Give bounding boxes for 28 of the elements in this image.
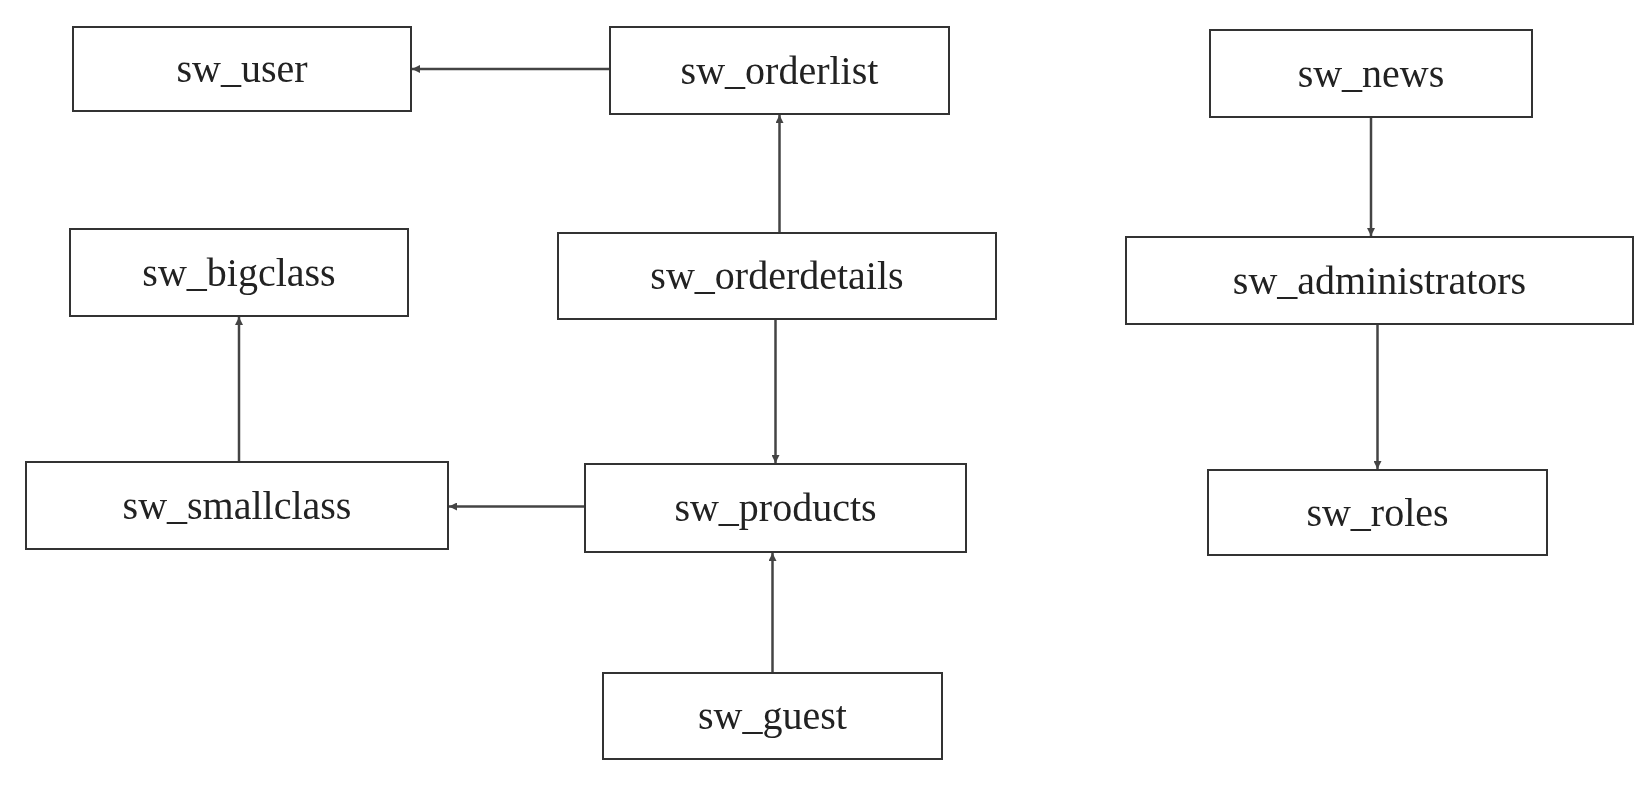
table-box [72, 26, 412, 112]
arrow [449, 502, 584, 511]
table-box [584, 463, 967, 553]
table-name: sw_products [674, 488, 877, 528]
arrow [775, 115, 784, 232]
table-box [602, 672, 943, 760]
table-box [25, 461, 449, 550]
arrow [768, 553, 777, 672]
arrow [235, 317, 243, 461]
arrow [1373, 325, 1382, 469]
arrow [412, 65, 609, 73]
table-name: sw_orderdetails [650, 256, 904, 296]
table-name: sw_news [1297, 53, 1445, 94]
table-box [1125, 236, 1634, 325]
table-name: sw_guest [698, 696, 847, 736]
table-box [1207, 469, 1548, 556]
table-box [557, 232, 997, 320]
table-name: sw_administrators [1232, 260, 1527, 301]
table-name: sw_smallclass [122, 485, 352, 526]
table-name: sw_user [176, 49, 308, 89]
arrow [1367, 118, 1375, 236]
arrow [771, 320, 780, 463]
table-name: sw_roles [1306, 492, 1449, 533]
table-name: sw_orderlist [680, 50, 879, 91]
table-box [69, 228, 409, 317]
table-box [609, 26, 950, 115]
table-box [1209, 29, 1533, 118]
table-name: sw_bigclass [142, 252, 336, 293]
